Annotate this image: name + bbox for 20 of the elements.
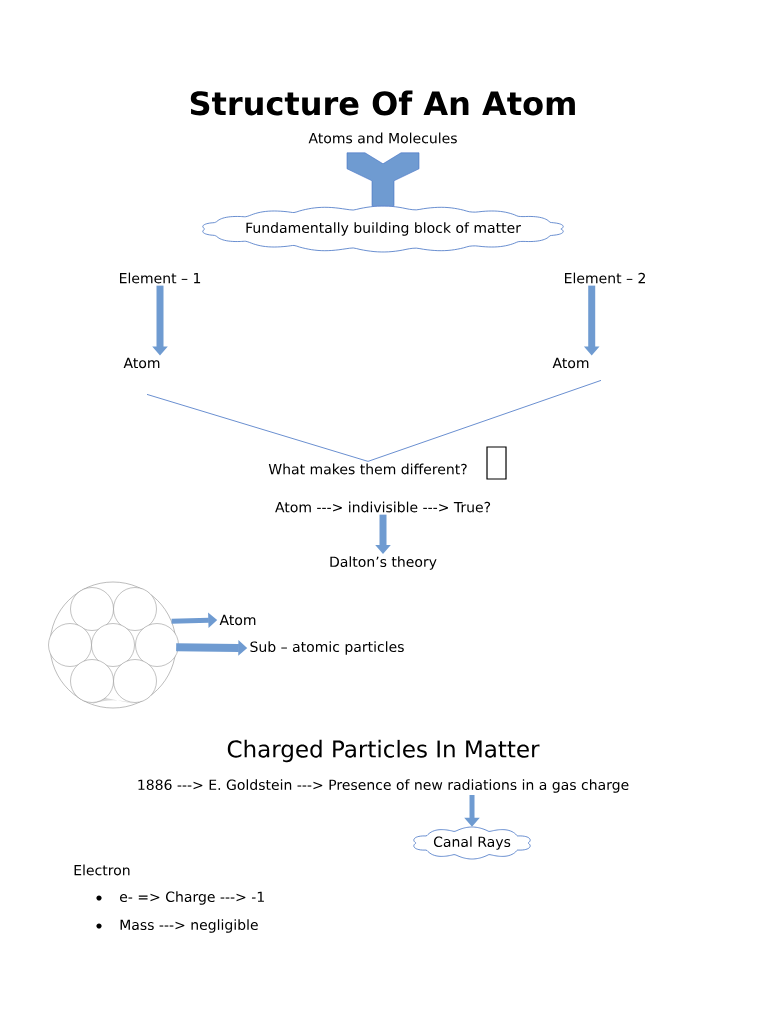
text-label: Atoms and Molecules — [308, 132, 457, 144]
text-label: Electron — [74, 864, 130, 876]
text-label: Atom ---> indivisible ---> True? — [275, 501, 491, 513]
text-label: Atom — [123, 357, 160, 369]
text-label: Atom — [552, 357, 589, 369]
split-arrow — [346, 152, 420, 207]
text-label: Mass ---> negligible — [120, 919, 258, 933]
text-label: Dalton’s theory — [330, 556, 437, 570]
text-label: e- => Charge ---> -1 — [119, 891, 264, 905]
text-label: Sub – atomic particles — [250, 641, 404, 655]
connector-line — [367, 380, 602, 462]
atom-drawing — [48, 581, 179, 709]
text-label: Element – 1 — [120, 272, 201, 284]
heading: Charged Particles In Matter — [227, 739, 540, 763]
text-label: Atom — [219, 614, 256, 626]
text-label: Element – 2 — [565, 272, 645, 284]
text-label: What makes them different? — [268, 463, 467, 475]
text-label: 1886 ---> E. Goldstein ---> Presence of new radiations in a gas charge — [138, 779, 629, 793]
connector-line — [146, 394, 369, 462]
title: Structure Of An Atom — [190, 90, 575, 116]
